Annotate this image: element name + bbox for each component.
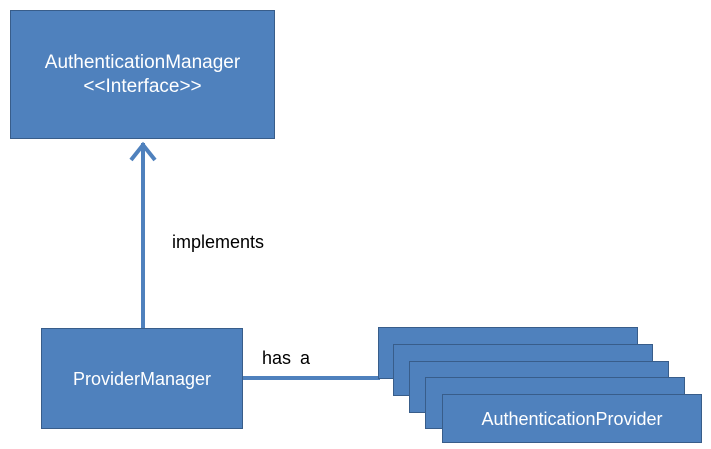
provider-manager-name: ProviderManager (72, 368, 212, 389)
implements-label: implements (172, 232, 265, 252)
authentication-provider-name: AuthenticationProvider (481, 408, 663, 429)
interface-stereotype: <<Interface>> (83, 75, 202, 97)
provider-manager-box: ProviderManager (41, 328, 243, 429)
authentication-provider-box: AuthenticationProvider (442, 394, 702, 443)
implements-arrowhead (129, 141, 157, 162)
authentication-manager-box: AuthenticationManager <<Interface>> (10, 10, 275, 139)
authentication-manager-name: AuthenticationManager (44, 51, 241, 73)
has-a-label: has a (262, 348, 311, 368)
